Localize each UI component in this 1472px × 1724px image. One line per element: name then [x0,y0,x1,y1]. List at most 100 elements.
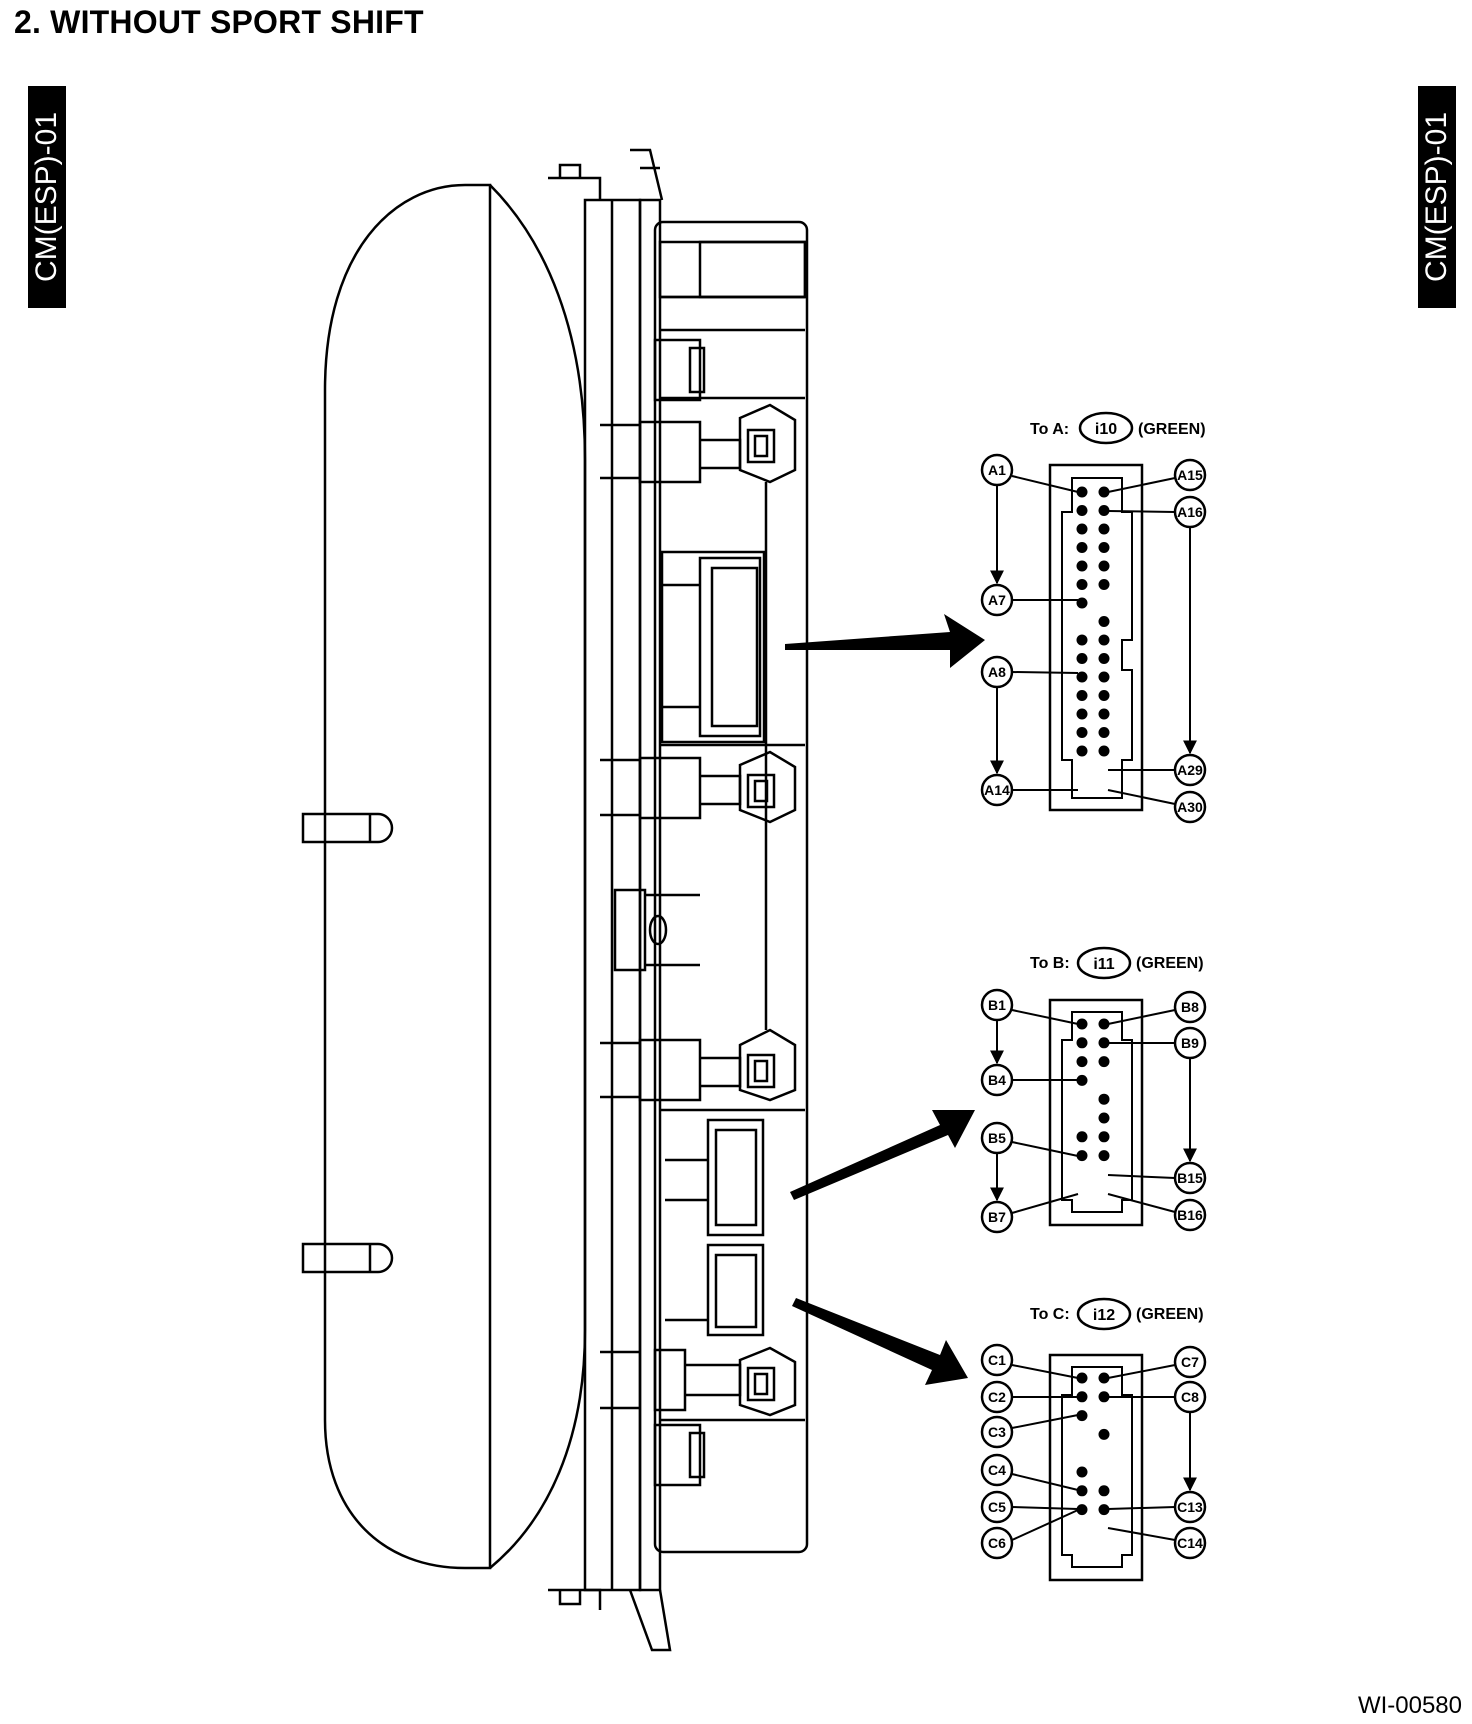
pin-label-c8: C8 [1173,1380,1207,1414]
pin-label-a14: A14 [980,773,1014,807]
pin-label-b1-text: B1 [988,997,1006,1013]
connector-a-shell [1048,463,1144,812]
pin-label-a16-text: A16 [1177,504,1203,520]
connector-c-header: To C: i12 (GREEN) [1030,1297,1204,1331]
pin-label-a30: A30 [1173,790,1207,824]
connector-b-pin-left-3 [1076,1056,1088,1068]
meter-socket-c [706,1243,765,1337]
connector-b-shell [1048,998,1144,1227]
leader-b7 [1011,1193,1079,1214]
meter-mount-tab-top [548,148,664,201]
connector-a-pin-right-3 [1098,523,1110,535]
pin-leader-lines [990,475,1197,1541]
leader-a30 [1107,789,1176,805]
connector-a-pin-left-9 [1076,634,1088,646]
connector-b-pin-left-7 [1076,1131,1088,1143]
leader-b8 [1107,1009,1176,1025]
connector-c-pin-left-1 [1076,1372,1088,1384]
pin-label-c2: C2 [980,1380,1014,1414]
connector-a-pin-left-2 [1076,505,1088,516]
connector-b-pin-right-8 [1098,1150,1110,1162]
connector-a-code: i10 [1095,421,1117,438]
connector-b-pin-left-1 [1076,1018,1088,1030]
connector-b-color: (GREEN) [1136,955,1204,972]
pin-label-b8-text: B8 [1181,999,1199,1015]
pin-label-b7-text: B7 [988,1209,1006,1225]
pin-label-b15-text: B15 [1177,1170,1203,1186]
connector-c-pin-labels: C1 C2 C3 C4 C5 C6 C7 C8 C13 C14 [980,1343,1207,1560]
leader-b15 [1107,1174,1176,1179]
side-tab-left: CM(ESP)-01 [28,86,66,308]
pin-label-c6: C6 [980,1526,1014,1560]
connector-c-pin-left-8 [1076,1504,1088,1516]
connector-a-pin-right-12 [1098,690,1110,701]
pin-label-c4-text: C4 [988,1462,1006,1478]
pin-label-b4: B4 [980,1063,1014,1097]
pin-label-b8: B8 [1173,990,1207,1024]
connector-a-pin-left-6 [1076,579,1088,590]
pin-label-c1: C1 [980,1343,1014,1377]
combination-meter [301,148,809,1652]
connector-b-pin-right-6 [1098,1112,1110,1124]
meter-clip-upper [301,812,394,844]
connector-b-pin-right-1 [1098,1018,1110,1030]
connector-b-pin-right-5 [1098,1093,1110,1105]
leader-c7 [1107,1364,1176,1379]
pin-label-b1: B1 [980,988,1014,1022]
connector-a-to-label: To A: [1030,421,1069,438]
connector-c-pin-right-8 [1098,1504,1110,1516]
connector-b-pin-right-7 [1098,1131,1110,1143]
connector-b-pin-labels: B1 B4 B5 B7 B8 B9 B15 B16 [980,988,1207,1234]
connector-a-pin-right-13 [1098,708,1110,720]
connector-c-pin-right-1 [1098,1372,1110,1384]
connector-a-pin-right-15 [1098,745,1110,757]
leader-b5 [1011,1141,1079,1157]
pin-label-c1-text: C1 [988,1352,1006,1368]
pin-label-a29-text: A29 [1177,762,1203,778]
pin-label-c5-text: C5 [988,1499,1006,1515]
connector-a-pin-left-14 [1076,727,1088,738]
connector-a-color: (GREEN) [1138,421,1206,438]
leader-c5 [1011,1506,1079,1510]
connector-c-code: i12 [1093,1307,1115,1324]
figure-code: WI-00580 [1357,1692,1462,1719]
connector-a-pin-left-10 [1076,653,1088,664]
connector-b-to-label: To B: [1030,955,1070,972]
pin-label-a16: A16 [1173,495,1207,529]
pin-label-a29: A29 [1173,753,1207,787]
pin-label-c13-text: C13 [1177,1499,1203,1515]
page-title: 2. WITHOUT SPORT SHIFT [14,4,424,40]
connector-a-pin-right-4 [1098,542,1110,553]
arrow-to-connector-b [790,1110,975,1200]
arrow-to-connector-a [785,614,985,668]
pin-label-c7-text: C7 [1181,1354,1199,1370]
connector-a-pin-labels: A1 A7 A8 A14 A15 A16 A29 A30 [980,453,1207,824]
connector-c-pin-left-3 [1076,1410,1088,1422]
meter-rear-case [653,220,809,1554]
connector-b-pin-right-3 [1098,1056,1110,1068]
pin-label-c5: C5 [980,1490,1014,1524]
connector-c-pin-right-2 [1098,1391,1110,1403]
leader-a16 [1107,510,1176,513]
pin-label-c2-text: C2 [988,1389,1006,1405]
connector-c-color: (GREEN) [1136,1306,1204,1323]
connector-a-pins [1076,486,1110,757]
connector-c-inner [1061,1366,1133,1568]
pin-label-a1-text: A1 [988,462,1006,478]
connector-a-pin-right-2 [1098,505,1110,516]
connector-a-pin-right-9 [1098,634,1110,646]
connector-a-face [1048,463,1144,812]
connector-a-pin-right-1 [1098,486,1110,498]
connector-c-pin-right-4 [1098,1428,1110,1440]
leader-c13 [1107,1506,1176,1510]
pointer-arrows [785,614,985,1385]
leader-c14 [1107,1527,1176,1541]
connector-a-pin-right-6 [1098,579,1110,590]
connector-b-pin-right-2 [1098,1037,1110,1049]
connector-b-pins [1076,1018,1110,1162]
meter-lens-outline [323,183,492,1570]
connector-a-pin-left-7 [1076,597,1088,609]
pin-label-b9: B9 [1173,1026,1207,1060]
pin-label-a14-text: A14 [984,782,1010,798]
